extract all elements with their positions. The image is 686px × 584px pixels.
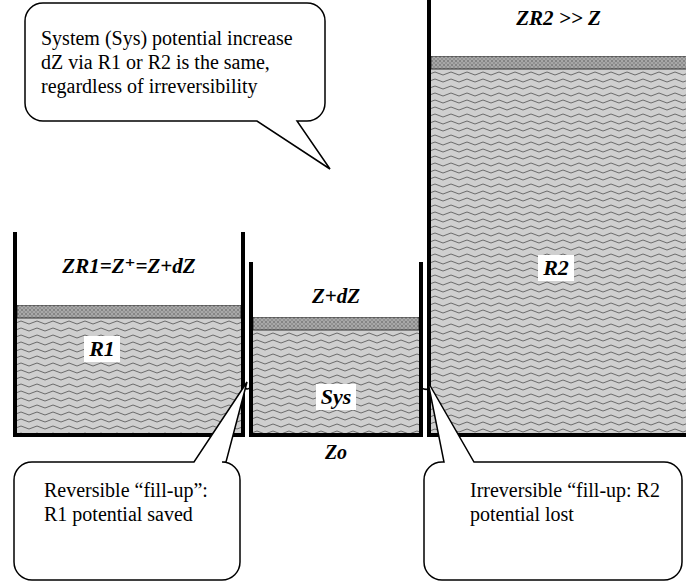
- text-holder: R1: [62, 336, 142, 362]
- datum-label: Zo: [325, 441, 347, 463]
- tank-name: Sys: [316, 384, 357, 410]
- tank-name: R2: [538, 255, 574, 281]
- bubble-shape: [25, 3, 330, 169]
- water-texture: [431, 56, 686, 433]
- text-holder: System (Sys) potential increase dZ via R…: [25, 16, 319, 108]
- water-surface: [253, 317, 419, 330]
- water-fill: [431, 56, 686, 433]
- speech-bubble: Irreversible “fill-up: R2 potential lost: [424, 462, 682, 580]
- bubble-shape: [424, 382, 682, 580]
- reservoir-tank: ZR1=Z⁺=Z+dZ R1: [13, 232, 245, 437]
- speech-bubble: System (Sys) potential increase dZ via R…: [25, 3, 325, 121]
- bubble-shape: [14, 382, 247, 580]
- water-fill: [253, 317, 419, 433]
- text-holder: Irreversible “fill-up: R2 potential lost: [424, 462, 678, 534]
- callout-text: System (Sys) potential increase dZ via R…: [41, 26, 303, 98]
- text-holder: Zo: [300, 441, 372, 464]
- text-holder: ZR1=Z⁺=Z+dZ: [17, 254, 241, 278]
- level-label: Z+dZ: [312, 284, 360, 308]
- water-texture: [17, 305, 241, 433]
- system-tank: Z+dZ Sys: [249, 262, 423, 437]
- reservoir-tank: ZR2 >> Z R2: [427, 0, 686, 437]
- text-holder: ZR2 >> Z: [431, 6, 686, 30]
- text-holder: Sys: [286, 384, 386, 410]
- text-holder: R2: [516, 255, 596, 281]
- tank-name: R1: [84, 336, 120, 362]
- water-fill: [17, 305, 241, 433]
- callout-text: Irreversible “fill-up: R2 potential lost: [470, 478, 670, 526]
- level-label: ZR2 >> Z: [516, 6, 601, 30]
- water-body: [253, 317, 419, 433]
- water-surface: [431, 56, 686, 69]
- water-body: [17, 305, 241, 433]
- text-holder: Z+dZ: [253, 284, 419, 308]
- speech-bubble: Reversible “fill-up”: R1 potential saved: [14, 462, 240, 580]
- level-label: ZR1=Z⁺=Z+dZ: [62, 254, 195, 278]
- water-texture: [253, 317, 419, 433]
- water-body: [431, 56, 686, 433]
- callout-text: Reversible “fill-up”: R1 potential saved: [44, 478, 228, 526]
- text-holder: Reversible “fill-up”: R1 potential saved: [14, 462, 236, 534]
- water-surface: [17, 305, 241, 318]
